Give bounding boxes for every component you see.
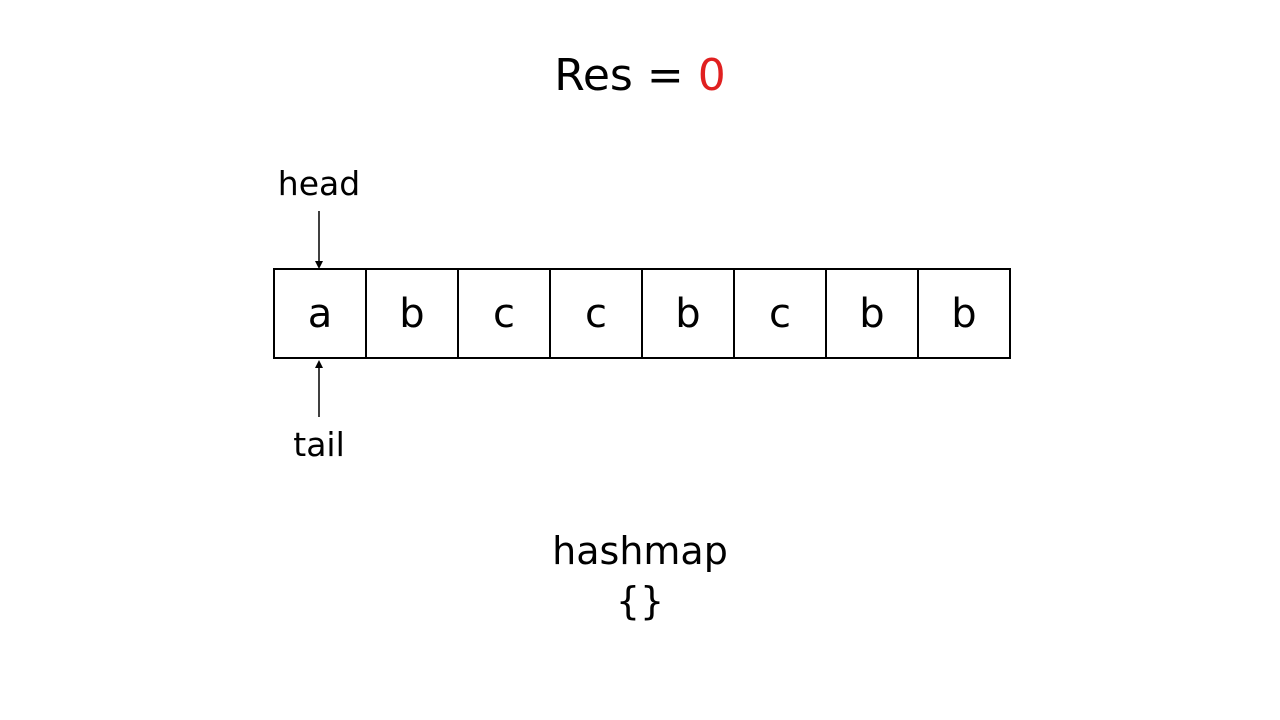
head-pointer-label: head xyxy=(277,164,361,203)
array-cell: c xyxy=(459,268,551,359)
result-display: Res = 0 xyxy=(0,48,1280,104)
array-cell: b xyxy=(643,268,735,359)
array-cell: b xyxy=(827,268,919,359)
tail-arrow xyxy=(315,360,323,417)
array-cell: c xyxy=(551,268,643,359)
array-cell: c xyxy=(735,268,827,359)
hashmap-title: hashmap xyxy=(552,529,728,573)
array-cell: a xyxy=(275,268,367,359)
result-label: Res = xyxy=(554,50,684,101)
array-cell: b xyxy=(367,268,459,359)
tail-pointer-label: tail xyxy=(293,425,345,464)
head-arrow xyxy=(315,211,323,269)
array-cell: b xyxy=(919,268,1011,359)
result-value: 0 xyxy=(697,50,726,101)
hashmap-content: {} xyxy=(615,579,665,623)
